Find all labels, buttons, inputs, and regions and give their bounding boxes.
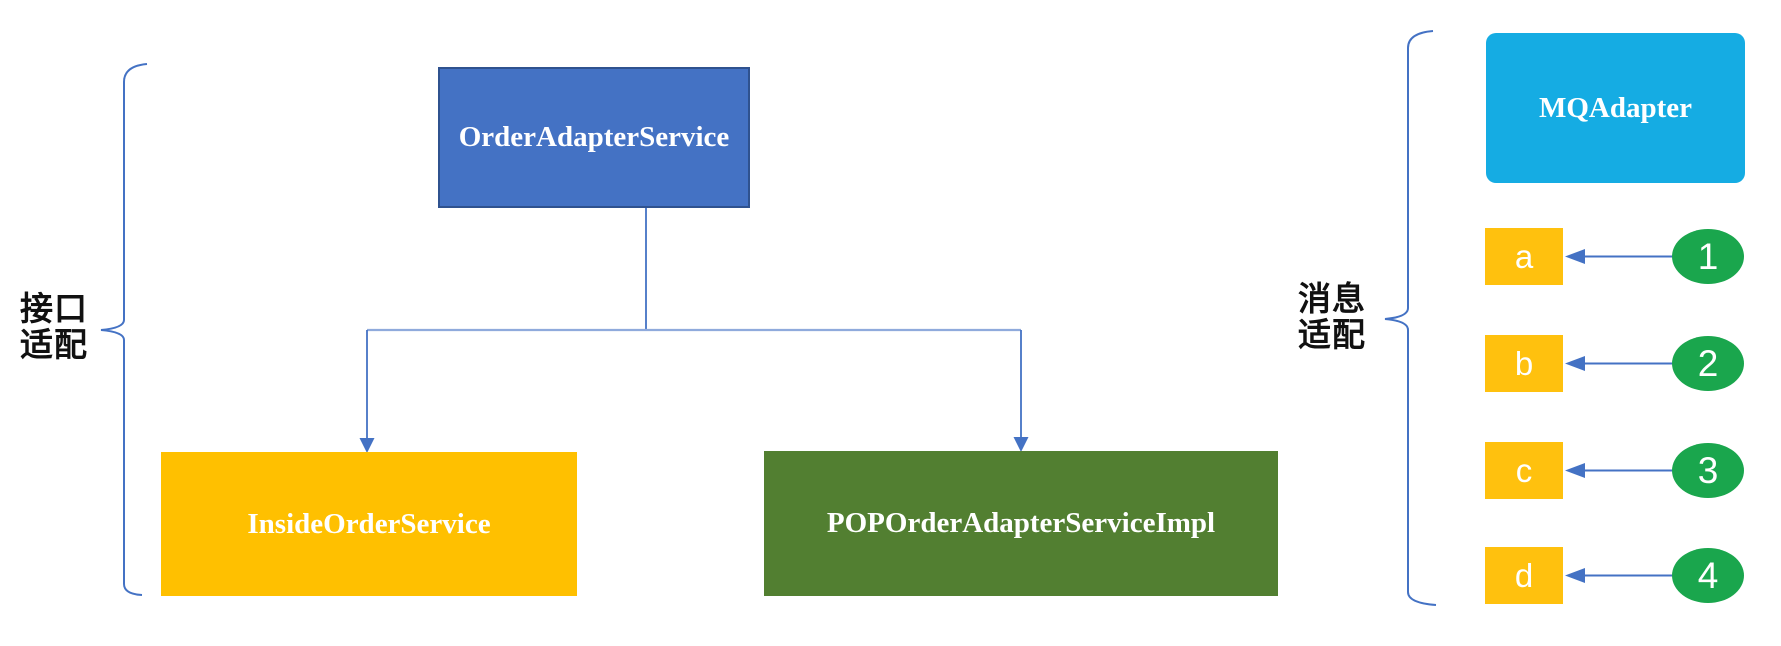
row-arrow-3 — [1565, 463, 1674, 478]
message-adaptation-label-line1: 消息 — [1298, 280, 1366, 317]
interface-adaptation-label: 接口 适配 — [20, 291, 88, 363]
inside-order-service-node: InsideOrderService — [161, 452, 577, 596]
message-box-d: d — [1485, 547, 1563, 604]
inside-order-service-label: InsideOrderService — [247, 507, 491, 540]
mq-adapter-node: MQAdapter — [1486, 33, 1745, 183]
row-arrow-4 — [1565, 568, 1674, 583]
message-badge-2: 2 — [1672, 336, 1744, 391]
arrow-down-right-icon — [1013, 437, 1029, 452]
message-box-c-label: c — [1515, 451, 1533, 489]
arrow-left-icon — [1565, 249, 1585, 264]
message-adaptation-label-line2: 适配 — [1298, 316, 1366, 353]
message-adaptation-label: 消息 适配 — [1298, 281, 1366, 353]
arrow-left-icon — [1565, 568, 1585, 583]
message-badge-4-label: 4 — [1697, 554, 1719, 596]
interface-adaptation-label-line2: 适配 — [20, 326, 88, 363]
interface-adaptation-label-line1: 接口 — [20, 290, 88, 327]
message-badge-1: 1 — [1672, 229, 1744, 284]
message-box-a-label: a — [1514, 237, 1534, 275]
message-badge-4: 4 — [1672, 548, 1744, 603]
pop-order-adapter-service-impl-node: POPOrderAdapterServiceImpl — [764, 451, 1278, 596]
arrow-left-icon — [1565, 356, 1585, 371]
left-brace — [100, 63, 148, 596]
message-box-a: a — [1485, 228, 1563, 285]
right-brace — [1384, 30, 1437, 606]
arrow-down-left-icon — [359, 438, 375, 453]
message-badge-3-label: 3 — [1697, 449, 1719, 491]
pop-order-adapter-service-impl-label: POPOrderAdapterServiceImpl — [826, 507, 1216, 539]
message-box-c: c — [1485, 442, 1563, 499]
message-badge-3: 3 — [1672, 443, 1744, 498]
order-adapter-service-label: OrderAdapterService — [458, 121, 730, 153]
arrow-left-icon — [1565, 463, 1585, 478]
message-box-b-label: b — [1514, 344, 1534, 382]
message-box-d-label: d — [1514, 556, 1534, 594]
message-badge-2-label: 2 — [1697, 342, 1719, 384]
message-badge-1-label: 1 — [1697, 235, 1719, 277]
message-box-b: b — [1485, 335, 1563, 392]
row-arrow-2 — [1565, 356, 1674, 371]
row-arrow-1 — [1565, 249, 1674, 264]
order-adapter-service-node: OrderAdapterService — [438, 67, 750, 208]
mq-adapter-label: MQAdapter — [1538, 91, 1693, 124]
